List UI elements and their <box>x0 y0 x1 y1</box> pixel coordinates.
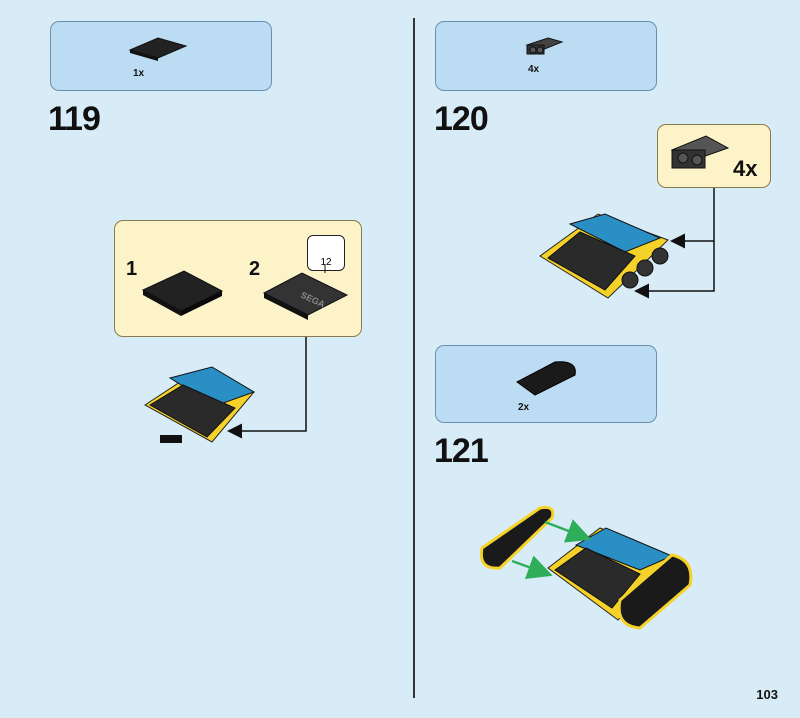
bracket-plate-icon <box>525 37 564 55</box>
part-qty: 2x <box>518 402 530 413</box>
step-number: 119 <box>48 100 101 138</box>
console-model-step-121 <box>479 506 693 630</box>
printed-tile-reference: 12 <box>307 235 345 271</box>
reference-number: 12 <box>320 257 332 268</box>
console-model-step-120 <box>539 213 669 299</box>
page-number: 103 <box>756 687 778 702</box>
step-number: 121 <box>434 432 489 470</box>
black-tile-icon <box>128 37 188 61</box>
console-model-step-119 <box>144 366 256 443</box>
substep-number: 2 <box>249 258 261 280</box>
substep-number: 1 <box>126 258 138 280</box>
parts-list-step-120 <box>435 21 657 91</box>
printed-tile-icon: SEGA <box>262 272 349 320</box>
part-qty: 1x <box>133 68 145 79</box>
step-number: 120 <box>434 100 489 138</box>
part-qty: 4x <box>528 64 540 75</box>
black-tile-icon <box>141 270 224 316</box>
column-divider <box>413 18 415 698</box>
callout-qty: 4x <box>733 156 758 181</box>
bracket-plate-icon <box>670 135 730 169</box>
curved-slope-icon <box>516 361 576 396</box>
